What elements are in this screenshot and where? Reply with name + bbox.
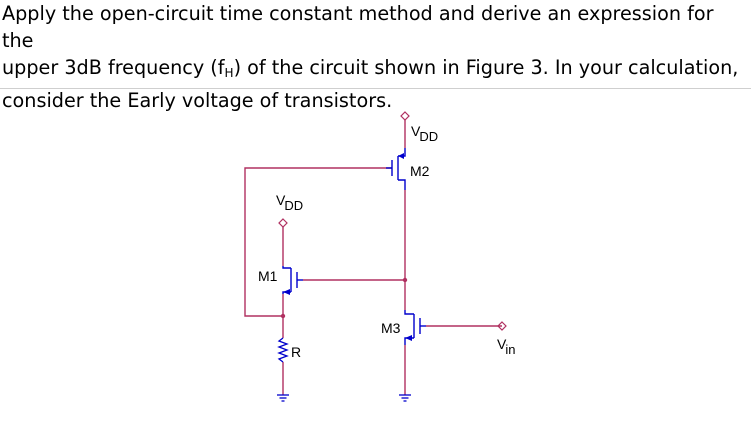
m1-arrow	[283, 289, 290, 295]
junction-dot-m2-m3	[402, 277, 408, 283]
question-line-3: consider the Early voltage of transistor…	[2, 89, 393, 112]
question-divider	[0, 88, 751, 89]
junction-dot-m1-source	[280, 313, 286, 319]
question-subscript-h: H	[224, 66, 234, 80]
vdd-left-terminal	[278, 218, 288, 228]
m2-arrow	[398, 153, 404, 159]
label-m2: M2	[410, 163, 430, 179]
question-line-2-start: upper 3dB frequency (f	[2, 56, 225, 79]
label-vdd-left: VDD	[276, 192, 303, 213]
resistor-r	[277, 337, 289, 363]
vdd-top-terminal	[400, 111, 410, 121]
label-vdd-top: VDD	[411, 123, 438, 144]
circuit-wires	[244, 120, 502, 395]
transistor-m1	[282, 266, 303, 294]
label-m1: M1	[258, 268, 278, 284]
question-line-1: Apply the open-circuit time constant met…	[2, 2, 714, 52]
label-vin: Vin	[497, 336, 515, 357]
transistor-m3	[404, 310, 426, 345]
ground-symbol-left	[277, 394, 289, 402]
label-m3: M3	[381, 320, 401, 336]
m3-arrow	[405, 335, 412, 341]
question-text: Apply the open-circuit time constant met…	[2, 0, 749, 114]
label-r: R	[291, 344, 301, 360]
ground-symbol-right	[399, 394, 411, 402]
question-line-2-end: ) of the circuit shown in Figure 3. In y…	[233, 56, 739, 79]
vin-terminal	[497, 321, 507, 331]
wire-feedback-loop	[244, 167, 392, 317]
